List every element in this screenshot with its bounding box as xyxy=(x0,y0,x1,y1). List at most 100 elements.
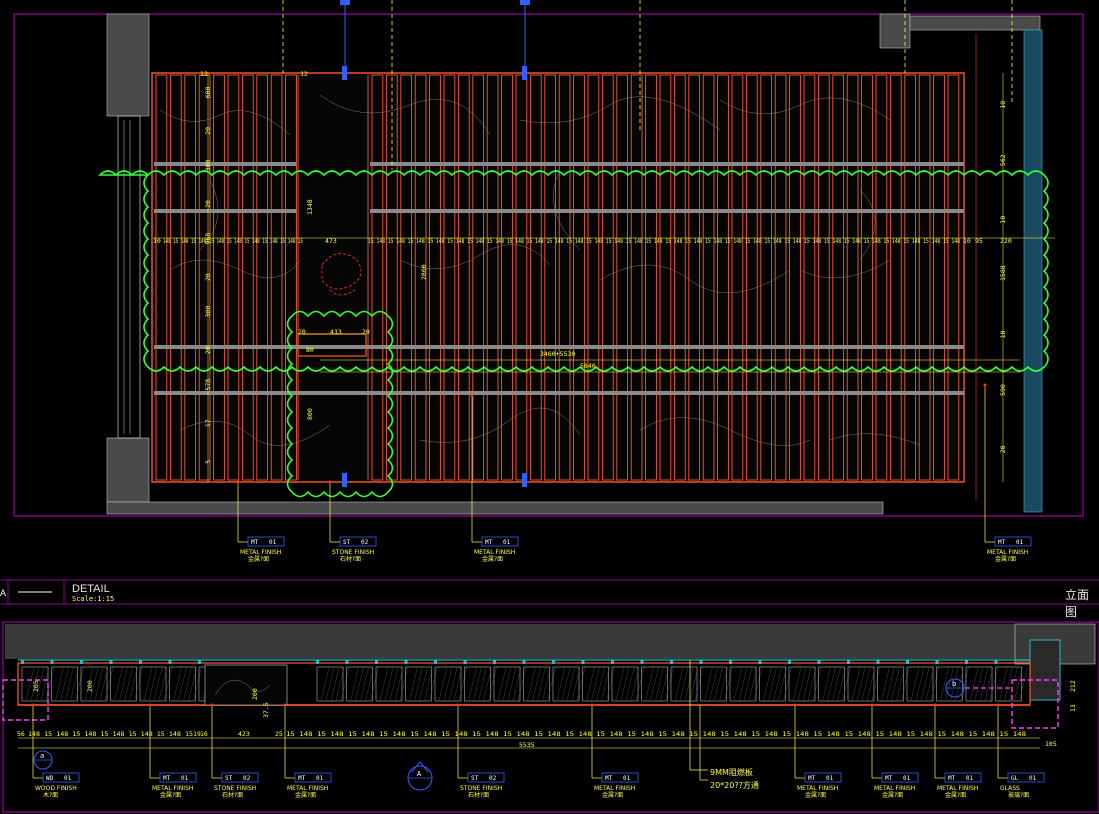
section-dim-opening: 423 xyxy=(238,730,250,738)
metal-slat xyxy=(803,74,816,481)
metal-slat xyxy=(745,74,758,481)
metal-slat xyxy=(414,74,427,481)
section-panel xyxy=(670,666,698,702)
plan-left-dim: 578 xyxy=(204,379,212,391)
metal-slat xyxy=(544,74,557,481)
section-panel xyxy=(405,666,432,702)
callout-material-cn: 金属?面 xyxy=(805,791,826,799)
section-note-board: 9MM阻燃板 xyxy=(710,767,753,777)
callout-material: METAL FINISH xyxy=(797,785,838,792)
section-dim-mid-b: 16 xyxy=(200,730,208,738)
section-panel xyxy=(51,666,78,702)
metal-slat xyxy=(889,74,902,481)
detail-marker-b-label: b xyxy=(952,680,956,688)
metal-slat xyxy=(760,74,773,481)
section-stone-opening xyxy=(204,664,288,706)
bottom-wall xyxy=(106,501,884,515)
plan-ref-b: 12 xyxy=(200,70,208,78)
section-panel xyxy=(434,666,462,702)
section-panel xyxy=(641,666,668,702)
metal-slat xyxy=(875,74,888,481)
metal-slat xyxy=(832,74,845,481)
callout-material: METAL FINISH xyxy=(240,549,281,556)
callout-code: MT xyxy=(485,539,493,546)
metal-slat xyxy=(947,74,960,481)
section-panel xyxy=(493,666,521,702)
callout-material-cn: 金属?面 xyxy=(482,555,503,563)
section-panel xyxy=(847,666,875,702)
metal-slat xyxy=(443,74,456,481)
section-dim-opening-r: 25 xyxy=(275,730,283,738)
plan-module-seq-right: 15 148 15 148 15 148 15 148 15 148 15 14… xyxy=(368,237,960,245)
callout-number: 01 xyxy=(503,539,511,546)
revision-cloud-horizontal xyxy=(98,170,1049,372)
right-column xyxy=(879,13,911,49)
callout-material: METAL FINISH xyxy=(152,785,193,792)
section-panel xyxy=(80,666,108,702)
detail-title: DETAIL xyxy=(72,583,110,595)
metal-slat xyxy=(861,74,873,481)
callout-material-cn: 金属?面 xyxy=(602,791,623,799)
callout-material-cn: 金属?面 xyxy=(248,555,269,563)
section-panel xyxy=(965,666,993,702)
plan-mid-dim: 1348 xyxy=(306,199,314,215)
metal-slat xyxy=(457,74,470,481)
callout-material: STONE FINISH xyxy=(460,785,502,792)
left-wall-bottom xyxy=(106,437,150,503)
metal-slat xyxy=(558,74,571,481)
section-note-tube: 20*20??方通 xyxy=(710,780,759,790)
metal-slat xyxy=(256,74,269,481)
plan-dim-opening-right: 20 xyxy=(362,328,370,336)
section-metal-panels xyxy=(17,660,1031,706)
metal-slat xyxy=(515,74,528,481)
slab xyxy=(5,624,1095,659)
plan-left-dim: 300 xyxy=(204,306,212,318)
sketch-mark xyxy=(321,253,362,296)
section-panel xyxy=(877,666,904,702)
plan-dim-left-end: 10 xyxy=(153,237,161,245)
plan-right-dim: 590 xyxy=(999,384,1007,396)
metal-slat xyxy=(573,74,585,481)
metal-slat xyxy=(688,74,701,481)
detail-scale: Scale:1:15 xyxy=(72,595,114,603)
section-dim-right-h: 212 xyxy=(1069,680,1077,692)
metal-slat xyxy=(169,74,182,481)
metal-slat xyxy=(904,74,917,481)
metal-slat xyxy=(270,74,283,481)
plan-dim-opening-width: 433 xyxy=(330,328,342,336)
section-module-seq-left: 148 15 148 15 148 15 148 15 148 15 148 1… xyxy=(28,730,193,738)
metal-slat xyxy=(241,74,254,481)
metal-slat xyxy=(659,74,672,481)
metal-slat xyxy=(501,74,513,481)
callout-number: 02 xyxy=(361,539,369,546)
metal-slat xyxy=(717,74,729,481)
metal-slat xyxy=(731,74,744,481)
section-panel xyxy=(375,666,403,702)
metal-slat xyxy=(184,74,197,481)
metal-slat xyxy=(227,74,240,481)
plan-dim-right-b: 95 xyxy=(975,237,983,245)
section-dim-right-small: 13 xyxy=(1069,704,1077,712)
section-panel xyxy=(582,666,609,702)
metal-slat xyxy=(673,74,686,481)
detail-marker-a-label: a xyxy=(40,752,44,760)
plan-dim-gap: 473 xyxy=(325,237,337,245)
plan-right-dim: 1588 xyxy=(999,265,1007,281)
section-dim-opening-h: 200 xyxy=(251,688,259,700)
callout-material-cn: 木?面 xyxy=(43,791,58,799)
section-panel xyxy=(169,666,196,702)
metal-slat xyxy=(529,74,542,481)
callout-material-cn: 石材?面 xyxy=(222,791,243,799)
callout-code: MT xyxy=(163,775,171,782)
plan-left-dim: 17 xyxy=(204,419,212,427)
section-marker-label: A xyxy=(417,770,422,778)
callout-material-cn: 金属?面 xyxy=(882,791,903,799)
section-panel xyxy=(936,666,963,702)
right-wall-top xyxy=(909,15,1041,31)
callout-code: ST xyxy=(471,775,479,782)
